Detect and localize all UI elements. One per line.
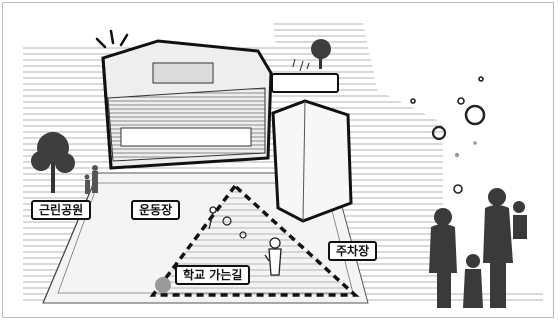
parking-building: [271, 99, 353, 223]
school-site-illustration: [23, 23, 543, 308]
bubble-icon: [410, 76, 486, 194]
family-silhouette-icon: [84, 165, 98, 194]
blank-label-box: [271, 73, 339, 93]
school-building: [101, 39, 273, 170]
attention-burst-icon: [95, 29, 129, 49]
family-silhouette-icon: [429, 188, 527, 308]
school-route-label: 학교 가는길: [175, 265, 251, 285]
park-label: 근린공원: [31, 200, 92, 220]
tree-icon: [311, 39, 331, 69]
tree-icon: [31, 132, 75, 193]
diagram-frame: 근린공원 운동장 주차장 학교 가는길: [2, 2, 554, 318]
parking-label: 주차장: [328, 241, 378, 261]
sparkle-marks: [292, 58, 310, 72]
walking-figure: [208, 206, 282, 276]
playground-label: 운동장: [131, 200, 181, 220]
